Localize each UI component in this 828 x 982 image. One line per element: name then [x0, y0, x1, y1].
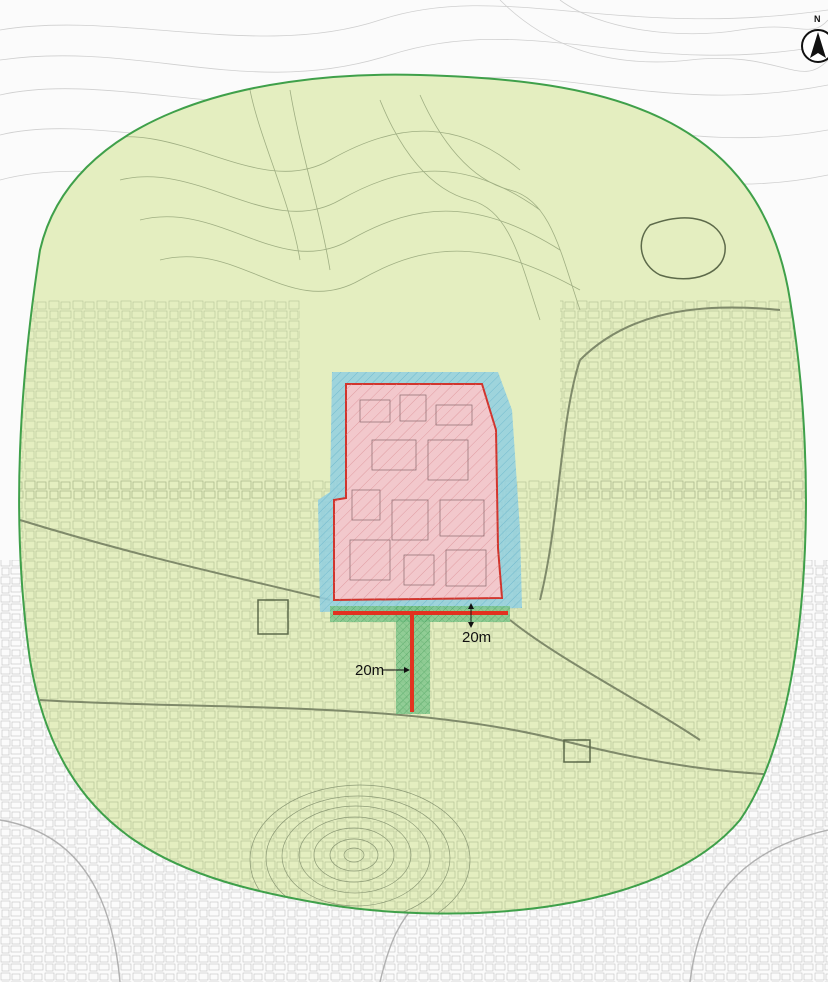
north-label: N: [814, 14, 821, 24]
hill-contours: [249, 784, 471, 914]
dimension-marker-corridor: [383, 667, 410, 673]
dimension-marker-south: [468, 603, 474, 628]
dimension-label-south: 20m: [462, 629, 491, 646]
core-zone[interactable]: [333, 383, 504, 602]
dimension-label-corridor: 20m: [355, 662, 384, 679]
outer-zone-boundary: [18, 73, 807, 915]
core-buildings: [349, 394, 487, 587]
north-arrow-icon: N: [801, 14, 828, 63]
approach-road[interactable]: [333, 611, 508, 712]
